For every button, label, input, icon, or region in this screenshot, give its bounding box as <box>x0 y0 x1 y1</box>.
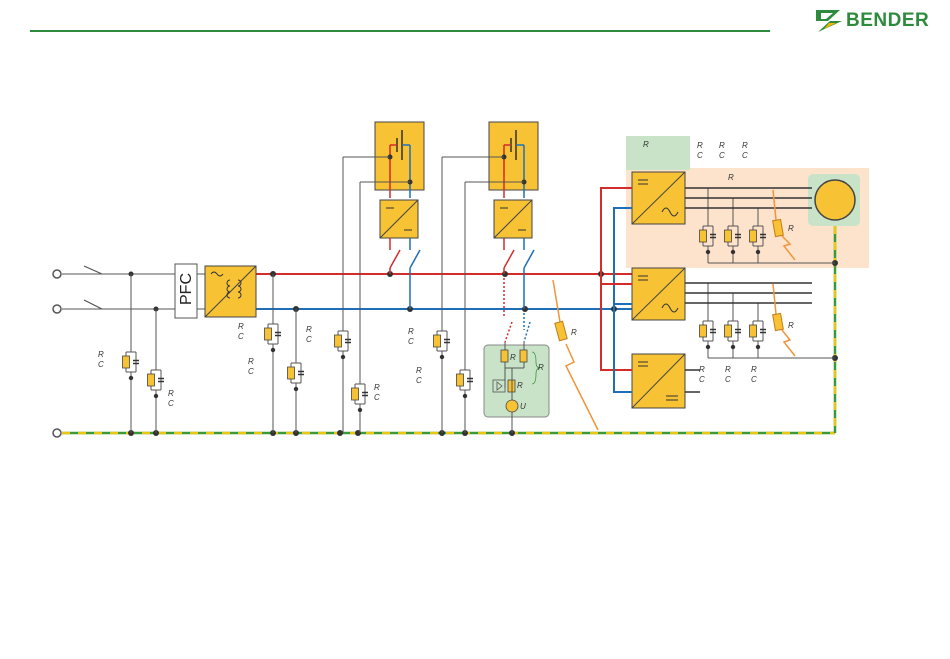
capacitance-label: C <box>725 375 731 384</box>
resistor-icon <box>750 230 757 242</box>
inverter-1 <box>632 172 685 224</box>
resistor-icon <box>352 388 359 400</box>
resistor-icon <box>700 325 707 337</box>
rc-element <box>335 310 352 433</box>
input-terminals <box>53 266 102 437</box>
resistance-label: R <box>408 327 414 336</box>
resistance-label: R <box>788 224 794 233</box>
capacitance-label: C <box>697 151 703 160</box>
rc-element <box>700 283 717 358</box>
battery-branch-1 <box>343 122 424 309</box>
resistance-label: R <box>699 365 705 374</box>
inverter-2 <box>632 268 685 320</box>
resistor-icon <box>700 230 707 242</box>
capacitance-label: C <box>416 376 422 385</box>
monitor-u-label: U <box>520 402 526 411</box>
resistance-label: R <box>725 365 731 374</box>
dc-converter <box>632 354 685 408</box>
resistance-label: R <box>374 383 380 392</box>
capacitance-label: C <box>408 337 414 346</box>
resistance-label: R <box>742 141 748 150</box>
resistance-label: R <box>719 141 725 150</box>
capacitance-label: C <box>238 332 244 341</box>
resistance-label: R <box>788 321 794 330</box>
resistance-label: R <box>728 173 734 182</box>
rectifier-block <box>205 266 256 317</box>
capacitance-label: C <box>699 375 705 384</box>
pfc-label: PFC <box>178 273 195 305</box>
resistance-label: R <box>306 325 312 334</box>
resistor-icon <box>265 328 272 340</box>
rc-element <box>434 310 451 433</box>
rc-element <box>352 370 369 433</box>
motor <box>815 180 855 220</box>
resistance-label: R <box>168 389 174 398</box>
resistance-label: R <box>643 140 649 149</box>
capacitance-label: C <box>306 335 312 344</box>
resistor-icon <box>457 374 464 386</box>
output-earth-returns <box>708 263 835 358</box>
rc-element <box>288 309 305 433</box>
capacitance-label: C <box>248 367 254 376</box>
resistor-icon <box>434 335 441 347</box>
resistance-label: R <box>248 357 254 366</box>
pfc-block: PFC <box>175 264 197 318</box>
capacitance-label: C <box>98 360 104 369</box>
resistor-icon <box>123 356 130 368</box>
capacitance-label: C <box>751 375 757 384</box>
capacitance-label: C <box>742 151 748 160</box>
rc-element <box>148 309 165 433</box>
resistance-label: R <box>697 141 703 150</box>
resistor-icon <box>725 230 732 242</box>
rc-element <box>265 274 282 433</box>
resistor-icon <box>725 325 732 337</box>
monitor-zone <box>626 136 690 170</box>
resistor-icon <box>288 367 295 379</box>
resistance-label: R <box>416 366 422 375</box>
resistance-label: R <box>98 350 104 359</box>
capacitance-label: C <box>374 393 380 402</box>
resistor-icon <box>335 335 342 347</box>
resistance-label: R <box>238 322 244 331</box>
resistor-icon <box>148 374 155 386</box>
capacitance-label: C <box>168 399 174 408</box>
resistance-label: R <box>751 365 757 374</box>
monitor-r2-label: R <box>517 381 523 390</box>
resistance-label: R <box>571 328 577 337</box>
resistor-icon <box>750 325 757 337</box>
rc-element <box>750 303 767 358</box>
monitor-r3-label: R <box>538 363 544 372</box>
insulation-monitor: R R R U <box>484 342 549 433</box>
monitor-r1-label: R <box>510 353 516 362</box>
capacitance-label: C <box>719 151 725 160</box>
rc-element <box>123 274 140 433</box>
